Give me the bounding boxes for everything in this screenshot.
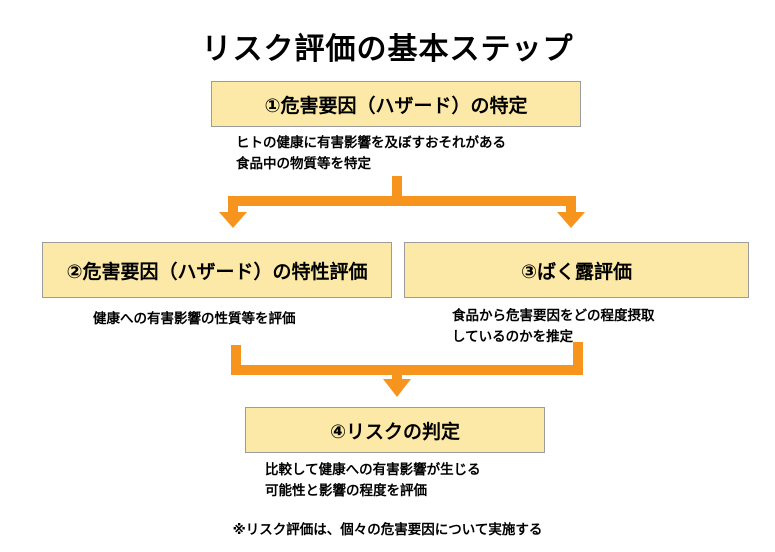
step-2-hazard-characterization: ②危害要因（ハザード）の特性評価 [42, 242, 392, 298]
step-1-desc-line: ヒトの健康に有害影響を及ぼすおそれがある [236, 135, 506, 151]
arrow-merge-left [231, 345, 400, 375]
arrowhead-bottom [383, 379, 411, 397]
arrowhead-right [557, 212, 585, 228]
step-1-description: ヒトの健康に有害影響を及ぼすおそれがある 食品中の物質等を特定 [236, 133, 506, 175]
step-1-label: ①危害要因（ハザード）の特定 [264, 94, 528, 117]
step-4-desc-line: 可能性と影響の程度を評価 [265, 483, 427, 499]
step-1-hazard-identification: ①危害要因（ハザード）の特定 [211, 81, 581, 127]
step-1-desc-line: 食品中の物質等を特定 [236, 156, 371, 172]
step-4-risk-characterization: ④リスクの判定 [245, 407, 545, 453]
step-4-desc-line: 比較して健康への有害影響が生じる [265, 462, 481, 478]
step-4-label: ④リスクの判定 [329, 420, 461, 443]
arrow-merge-right [396, 342, 583, 375]
step-2-label: ②危害要因（ハザード）の特性評価 [66, 260, 368, 283]
step-4-description: 比較して健康への有害影響が生じる 可能性と影響の程度を評価 [265, 460, 481, 502]
step-2-description: 健康への有害影響の性質等を評価 [93, 309, 296, 330]
arrowhead-left [219, 212, 247, 228]
step-3-description: 食品から危害要因をどの程度摂取 しているのかを推定 [452, 306, 655, 348]
step-3-label: ③ばく露評価 [520, 260, 633, 283]
footnote: ※リスク評価は、個々の危害要因について実施する [232, 522, 543, 538]
step-3-desc-line: しているのかを推定 [452, 329, 574, 345]
step-3-desc-line: 食品から危害要因をどの程度摂取 [452, 308, 655, 324]
step-3-exposure-assessment: ③ばく露評価 [404, 242, 749, 298]
step-2-desc-line: 健康への有害影響の性質等を評価 [93, 311, 296, 327]
diagram-title: リスク評価の基本ステップ [201, 32, 574, 67]
